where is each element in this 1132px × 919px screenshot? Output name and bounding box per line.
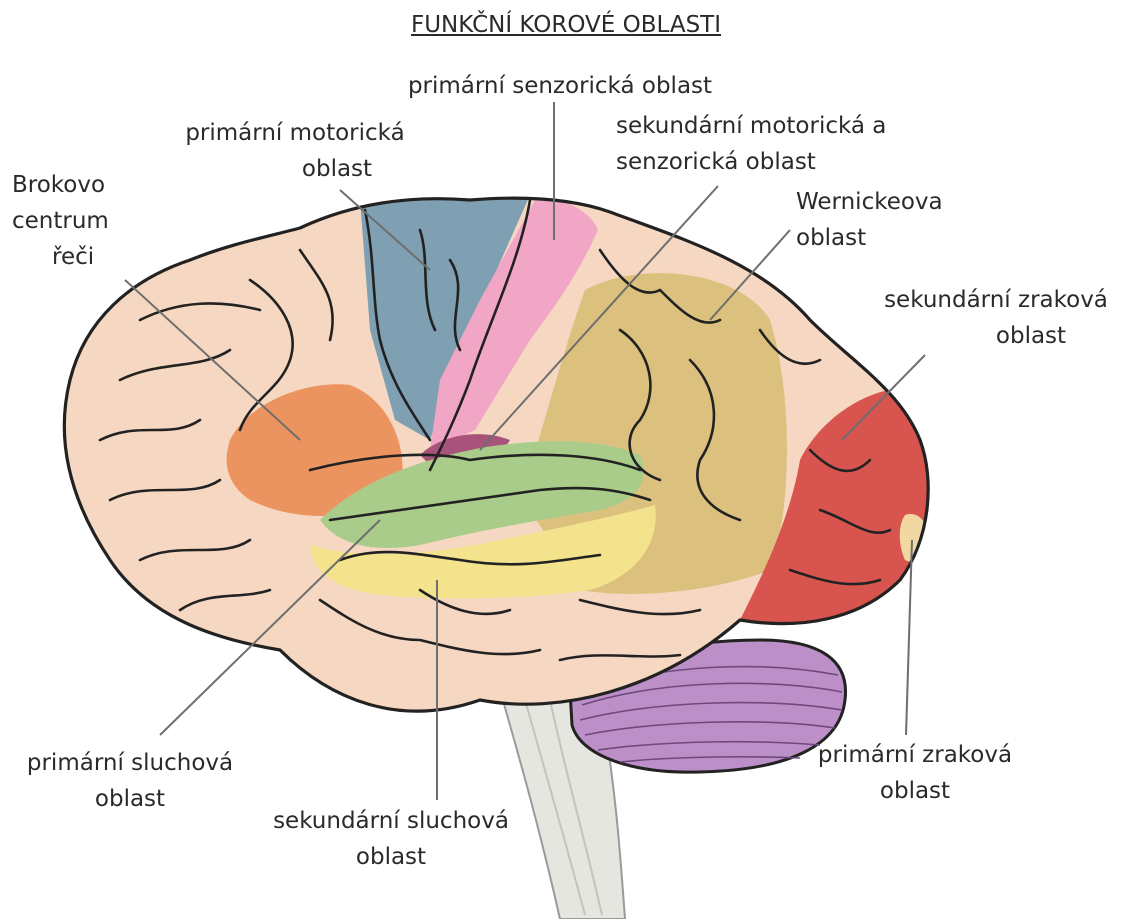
label-wernicke: Wernickeova oblast bbox=[796, 184, 976, 256]
label-broca: Brokovo centrum řeči bbox=[12, 167, 142, 275]
label-primary-sensory: primární senzorická oblast bbox=[390, 68, 730, 104]
label-secondary-motor-sensory: sekundární motorická a senzorická oblast bbox=[616, 108, 926, 180]
diagram-title: FUNKČNÍ KOROVÉ OBLASTI bbox=[0, 12, 1132, 38]
label-primary-auditory: primární sluchová oblast bbox=[10, 745, 250, 817]
label-primary-motor: primární motorická oblast bbox=[170, 115, 420, 187]
label-secondary-auditory: sekundární sluchová oblast bbox=[252, 803, 530, 875]
label-secondary-visual: sekundární zraková oblast bbox=[868, 282, 1124, 354]
label-primary-visual: primární zraková oblast bbox=[800, 737, 1030, 809]
